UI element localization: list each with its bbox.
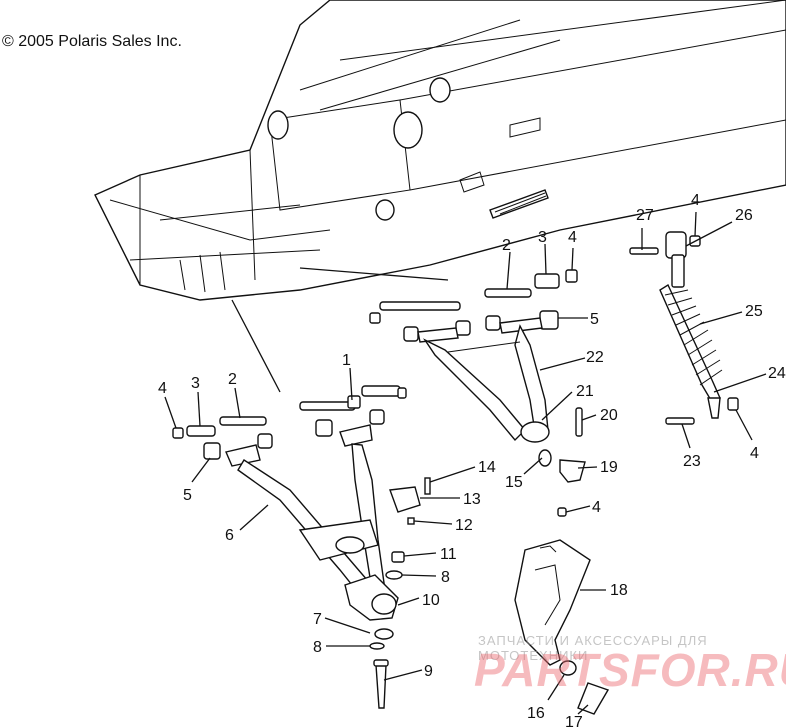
- callout-2-upper: 2: [502, 237, 511, 254]
- callout-4-upper: 4: [568, 229, 577, 246]
- callout-labels: 1 2 3 4 5 6 7 8 9 10 11 8 12 13 14 15 16…: [158, 192, 786, 728]
- callout-14: 14: [478, 459, 496, 476]
- callout-4-spindle: 4: [592, 499, 601, 516]
- callout-20: 20: [600, 407, 618, 424]
- callout-5-upper: 5: [590, 311, 599, 328]
- callout-1: 1: [342, 352, 351, 369]
- callout-3-lower: 3: [191, 375, 200, 392]
- callout-3-upper: 3: [538, 229, 547, 246]
- callout-23: 23: [683, 453, 701, 470]
- callout-15: 15: [505, 474, 523, 491]
- lower-a-arm: [225, 424, 399, 621]
- shock-absorber: [629, 231, 739, 425]
- callout-16: 16: [527, 705, 545, 722]
- watermark-brand: PARTSFOR.RU: [474, 644, 786, 696]
- callout-17: 17: [565, 714, 583, 728]
- callout-4-lower: 4: [158, 380, 167, 397]
- callout-8-upper: 8: [441, 569, 450, 586]
- chassis-frame: [94, 0, 786, 301]
- callout-2-lower: 2: [228, 371, 237, 388]
- watermark-tagline: ЗАПЧАСТИ И АКСЕССУАРЫ ДЛЯ МОТОТЕХНИКИ: [478, 633, 708, 663]
- callout-22: 22: [586, 349, 604, 366]
- callout-8-lower: 8: [313, 639, 322, 656]
- callout-11: 11: [440, 546, 457, 563]
- callout-25: 25: [745, 303, 763, 320]
- callout-5-lower: 5: [183, 487, 192, 504]
- callout-4-shock-top: 4: [691, 192, 700, 209]
- callout-13: 13: [463, 491, 481, 508]
- callout-26: 26: [735, 207, 753, 224]
- callout-12: 12: [455, 517, 473, 534]
- callout-27: 27: [636, 207, 654, 224]
- callout-24: 24: [768, 365, 786, 382]
- leader-lines: [164, 211, 767, 715]
- callout-4-shock-bottom: 4: [750, 445, 759, 462]
- upper-bushings: [369, 269, 578, 342]
- copyright-notice: © 2005 Polaris Sales Inc.: [2, 33, 182, 50]
- upper-a-arm: [417, 317, 550, 443]
- callout-18: 18: [610, 582, 628, 599]
- lower-bushings: [172, 385, 407, 460]
- callout-6: 6: [225, 527, 234, 544]
- hardware: [369, 407, 586, 709]
- spindle: [514, 539, 610, 715]
- callout-21: 21: [576, 383, 594, 400]
- callout-19: 19: [600, 459, 618, 476]
- callout-9: 9: [424, 663, 433, 680]
- callout-7: 7: [313, 611, 322, 628]
- callout-10: 10: [422, 592, 440, 609]
